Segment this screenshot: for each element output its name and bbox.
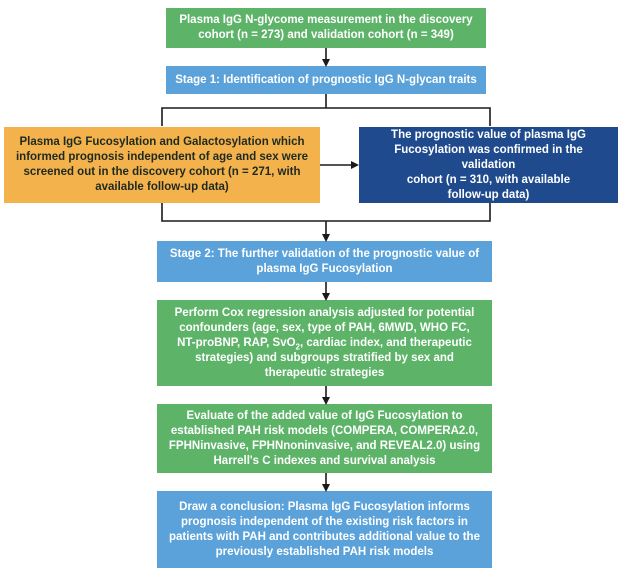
validation-confirm-box: The prognostic value of plasma IgG Fucos… [359, 127, 618, 203]
conclusion-box: Draw a conclusion: Plasma IgG Fucosylati… [157, 491, 492, 568]
cox-line-2: confounders (age, sex, type of PAH, 6MWD… [179, 321, 470, 334]
stage2-box: Stage 2: The further validation of the p… [157, 241, 492, 282]
measurement-line-2: cohort (n = 273) and validation cohort (… [198, 29, 454, 41]
conclusion-line-3: patients with PAH and contributes additi… [169, 530, 480, 543]
discovery-screen-line-4: available follow-up data) [95, 181, 229, 193]
measurement-box: Plasma IgG N-glycome measurement in the … [166, 8, 486, 48]
cox-line-1: Perform Cox regression analysis adjusted… [174, 306, 475, 319]
bracket-top [161, 107, 491, 126]
cox-line-3-pre: NT-proBNP, RAP, SvO [177, 336, 296, 349]
stage2-line-1: Stage 2: The further validation of the p… [169, 247, 480, 260]
stage1-box: Stage 1: Identification of prognostic Ig… [166, 66, 486, 94]
cox-regression-box: Perform Cox regression analysis adjusted… [157, 300, 492, 386]
validation-confirm-line-1: The prognostic value of plasma IgG [391, 128, 586, 141]
validation-confirm-line-4: follow-up data) [447, 188, 530, 201]
measurement-line-1: Plasma IgG N-glycome measurement in the … [179, 14, 473, 26]
bracket-bottom [161, 203, 491, 222]
cox-line-4: strategies) and subgroups stratified by … [195, 351, 454, 364]
cox-line-5: therapeutic strategies [264, 366, 385, 379]
cox-line-3-sub: 2 [295, 341, 300, 351]
discovery-screen-box: Plasma IgG Fucosylation and Galactosylat… [4, 127, 320, 203]
conclusion-line-4: previously established PAH risk models [215, 545, 434, 558]
validation-confirm-line-3: cohort (n = 310, with available [406, 173, 571, 186]
added-value-box: Evaluate of the added value of IgG Fucos… [157, 404, 492, 473]
stage2-line-2: plasma IgG Fucosylation [256, 262, 393, 275]
added-value-line-1: Evaluate of the added value of IgG Fucos… [186, 409, 463, 422]
added-value-line-3: FPHNinvasive, FPHNnoninvasive, and REVEA… [168, 439, 481, 452]
conclusion-line-1: Draw a conclusion: Plasma IgG Fucosylati… [179, 500, 470, 513]
stage1-label: Stage 1: Identification of prognostic Ig… [175, 73, 477, 86]
conclusion-line-2: prognosis independent of the existing ri… [181, 515, 468, 528]
discovery-screen-line-2: informed prognosis independent of age an… [15, 151, 309, 163]
discovery-screen-line-1: Plasma IgG Fucosylation and Galactosylat… [19, 136, 305, 148]
discovery-screen-line-3: screened out in the discovery cohort (n … [23, 166, 301, 178]
added-value-line-2: established PAH risk models (COMPERA, CO… [170, 424, 479, 437]
validation-confirm-line-2: Fucosylation was confirmed in the valida… [394, 143, 583, 171]
cox-line-3-post: , cardiac index, and therapeutic [299, 336, 472, 349]
added-value-line-4: Harrell's C indexes and survival analysi… [213, 454, 436, 467]
cox-line-3: NT-proBNP, RAP, SvO2, cardiac index, and… [175, 336, 475, 351]
